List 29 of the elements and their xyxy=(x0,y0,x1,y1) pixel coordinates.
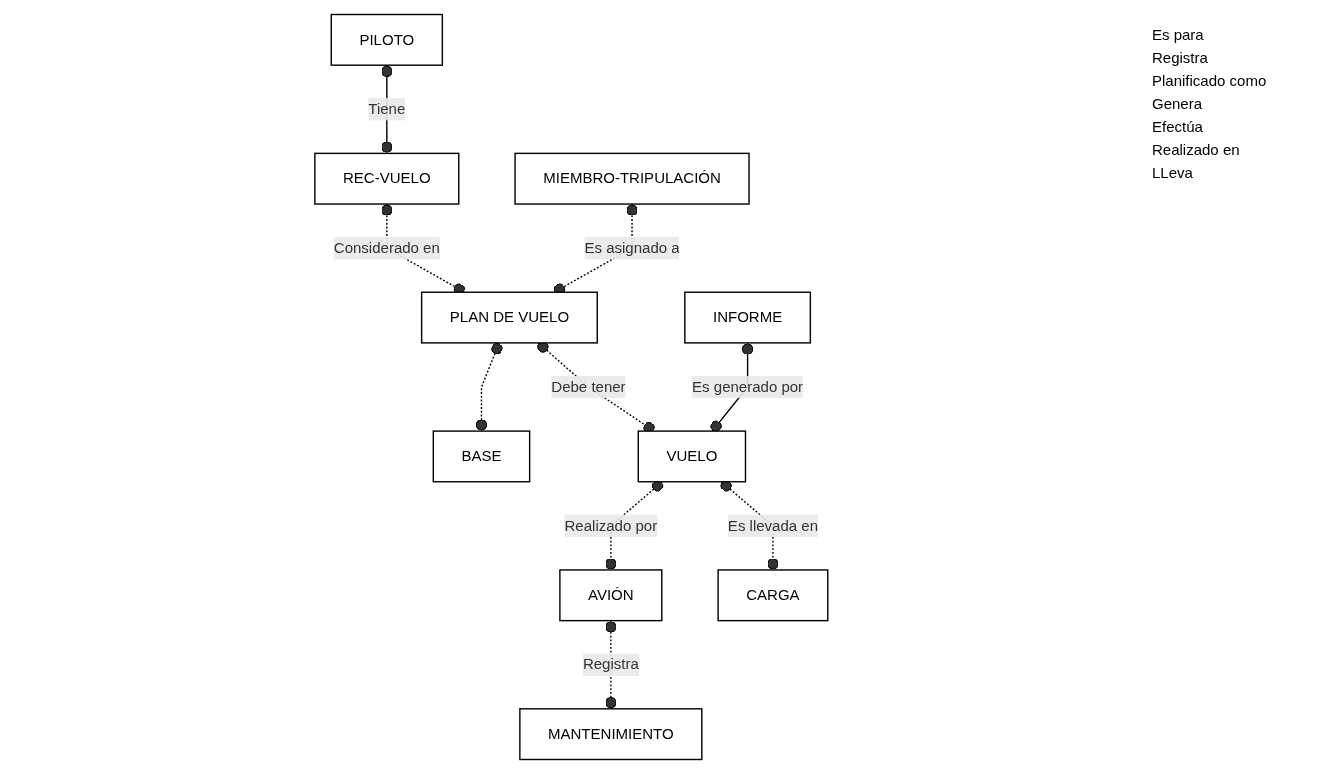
edge-label: Tiene xyxy=(367,100,405,117)
edge-label: Es generado por xyxy=(691,378,803,395)
node-box: MANTENIMIENTO xyxy=(518,708,703,761)
edge-label: Debe tener xyxy=(550,378,626,395)
edge-label: Es llevada en xyxy=(727,517,818,534)
role-label: Registra xyxy=(1152,49,1209,66)
connector xyxy=(604,619,617,710)
role-label: Efectúa xyxy=(1152,118,1204,135)
connector xyxy=(475,342,503,432)
node-box: AVIÓN xyxy=(558,569,663,622)
node-box: MIEMBRO-TRIPULACIÓN xyxy=(514,152,750,205)
role-label: Realizado en xyxy=(1152,141,1241,158)
node-box: REC-VUELO xyxy=(313,152,460,205)
edge-label: Es asignado a xyxy=(584,239,680,256)
role-label: Es para xyxy=(1152,26,1205,43)
connector xyxy=(720,480,779,571)
node-box: INFORME xyxy=(683,291,811,344)
edge-label: Considerado en xyxy=(333,239,440,256)
node-box: CARGA xyxy=(717,569,829,622)
connector xyxy=(604,480,663,571)
node-box: PILOTO xyxy=(330,13,443,66)
edge-label: Realizado por xyxy=(564,517,657,534)
role-label: LLeva xyxy=(1152,164,1194,181)
role-label: Genera xyxy=(1152,95,1204,112)
node-box: PLAN DE VUELO xyxy=(420,291,598,344)
edge-label: Registra xyxy=(582,656,639,673)
role-label: Planificado como xyxy=(1152,72,1268,89)
node-box: BASE xyxy=(432,430,531,483)
node-box: VUELO xyxy=(637,430,746,483)
